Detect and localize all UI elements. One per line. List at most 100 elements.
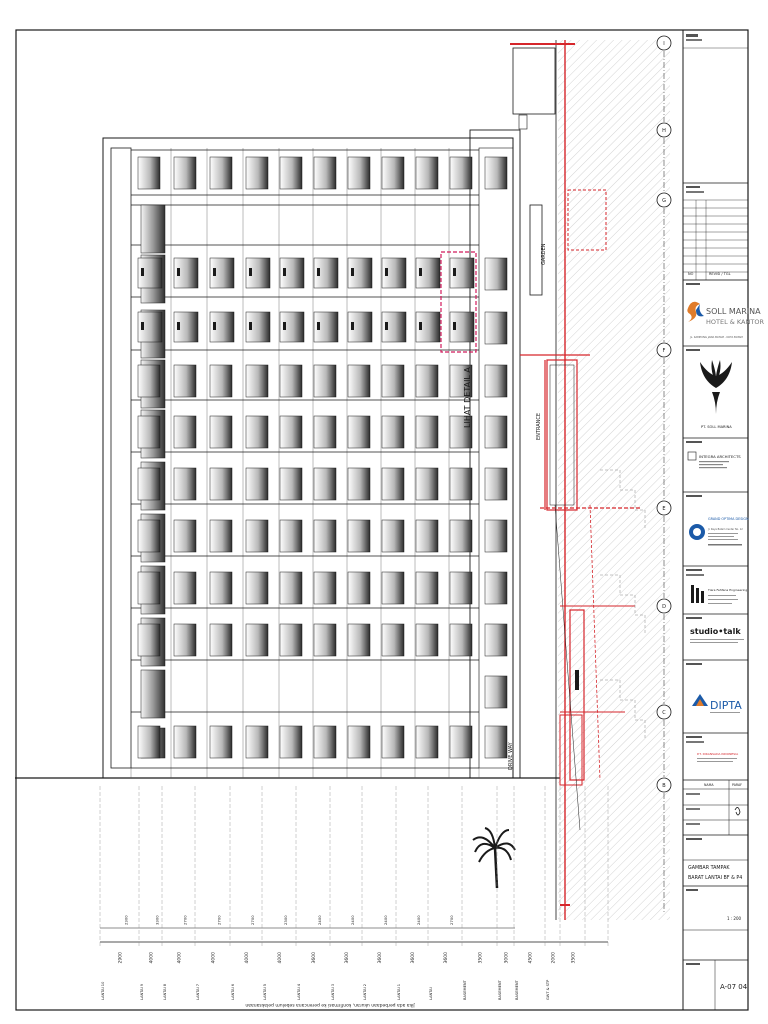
side-window bbox=[484, 467, 508, 501]
level-label: BASEMENT bbox=[498, 979, 502, 1000]
small-dimension: 2400 bbox=[350, 915, 355, 925]
side-window bbox=[484, 311, 508, 345]
window bbox=[279, 415, 303, 449]
mep-name: Tiara Fahfana Engineering bbox=[707, 588, 747, 592]
structural-name: GRAND OPTIMA DESIGN bbox=[708, 517, 749, 521]
level-dimension: 4000 bbox=[149, 952, 155, 964]
window-handle bbox=[351, 268, 354, 276]
level-dimension: 3600 bbox=[377, 952, 383, 964]
grid-letter: G bbox=[662, 198, 666, 204]
window bbox=[137, 725, 161, 759]
window bbox=[137, 467, 161, 501]
level-dimension: 4000 bbox=[177, 952, 183, 964]
grid-marker bbox=[656, 342, 672, 358]
grid-marker bbox=[656, 777, 672, 793]
window bbox=[137, 571, 161, 605]
side-window bbox=[484, 415, 508, 449]
window-handle bbox=[249, 268, 252, 276]
window bbox=[415, 571, 439, 605]
window bbox=[449, 519, 473, 553]
revision-header-no: NO bbox=[688, 272, 694, 276]
window bbox=[245, 571, 269, 605]
signature-mark bbox=[734, 807, 741, 816]
revision-table: NO REVISI / TGL bbox=[683, 182, 748, 281]
window bbox=[313, 519, 337, 553]
window bbox=[245, 364, 269, 398]
title-block: NO REVISI / TGL SOLL MARINA HOTEL & KANT… bbox=[683, 34, 764, 1010]
window-handle bbox=[453, 268, 456, 276]
window-handle bbox=[419, 268, 422, 276]
window bbox=[173, 623, 197, 657]
project-name-line1: SOLL MARINA bbox=[706, 307, 761, 316]
window bbox=[381, 623, 405, 657]
window bbox=[209, 156, 233, 190]
window bbox=[279, 725, 303, 759]
window-handle bbox=[317, 322, 320, 330]
side-window bbox=[484, 519, 508, 553]
level-label: LANTAI 2 bbox=[363, 984, 367, 1000]
window bbox=[245, 156, 269, 190]
window bbox=[209, 364, 233, 398]
soll-marina-logo-icon bbox=[687, 301, 704, 322]
side-window bbox=[484, 364, 508, 398]
level-label: LANTAI 8 bbox=[163, 983, 167, 1000]
footer-note: Jika ada perbedaan ukuran, konfirmasi ke… bbox=[245, 1002, 415, 1008]
window bbox=[245, 725, 269, 759]
level-label: LANTAI 3 bbox=[331, 984, 335, 1000]
window bbox=[347, 725, 371, 759]
sheet-border bbox=[15, 29, 749, 1011]
drawing-title-line2: BARAT LANTAI BF & P4 bbox=[688, 875, 742, 881]
window bbox=[245, 519, 269, 553]
grid-marker bbox=[656, 598, 672, 614]
window bbox=[347, 364, 371, 398]
grid-letter: E bbox=[662, 506, 665, 512]
window bbox=[347, 415, 371, 449]
window bbox=[381, 467, 405, 501]
window bbox=[279, 156, 303, 190]
small-dimension: 2700 bbox=[449, 915, 454, 925]
level-label: LANTAI 9 bbox=[140, 983, 144, 1000]
window-handle bbox=[283, 322, 286, 330]
section-strip: GARDEN ENTRANCE DRIVE WAY bbox=[508, 40, 670, 920]
window bbox=[381, 415, 405, 449]
level-dimension: 3500 bbox=[571, 952, 577, 964]
window bbox=[137, 415, 161, 449]
window bbox=[381, 156, 405, 190]
detail-callout-box bbox=[440, 251, 477, 353]
level-label: BASEMENT bbox=[515, 979, 519, 1000]
window bbox=[347, 519, 371, 553]
small-dimension: 2300 bbox=[283, 915, 288, 925]
architect-name: INTEGRA ARCHITECTS bbox=[699, 454, 741, 459]
level-label: GWT & STP bbox=[546, 979, 550, 1000]
level-label: LANTAI 10 bbox=[101, 981, 105, 1000]
level-dimension: 4000 bbox=[244, 952, 250, 964]
grid-marker bbox=[656, 35, 672, 51]
window-handle bbox=[213, 322, 216, 330]
grid-marker bbox=[656, 122, 672, 138]
window bbox=[347, 571, 371, 605]
window bbox=[245, 623, 269, 657]
drawing-scale: 1 : 200 bbox=[727, 916, 742, 921]
structural-address: Jl. Raya Batam Center No. 12 bbox=[707, 528, 743, 531]
window bbox=[415, 623, 439, 657]
side-window bbox=[484, 571, 508, 605]
window bbox=[449, 571, 473, 605]
window bbox=[415, 364, 439, 398]
window bbox=[137, 364, 161, 398]
window bbox=[209, 415, 233, 449]
sign-header-name: NAMA bbox=[704, 783, 714, 787]
window bbox=[245, 467, 269, 501]
window bbox=[209, 519, 233, 553]
window bbox=[347, 623, 371, 657]
small-dimension: 2400 bbox=[383, 915, 388, 925]
window-handle bbox=[385, 322, 388, 330]
window bbox=[449, 415, 473, 449]
window bbox=[415, 519, 439, 553]
interior-name: studio•talk bbox=[690, 627, 741, 636]
small-dimension: 2700 bbox=[250, 915, 255, 925]
window bbox=[279, 364, 303, 398]
grid-marker bbox=[656, 192, 672, 208]
window bbox=[173, 415, 197, 449]
